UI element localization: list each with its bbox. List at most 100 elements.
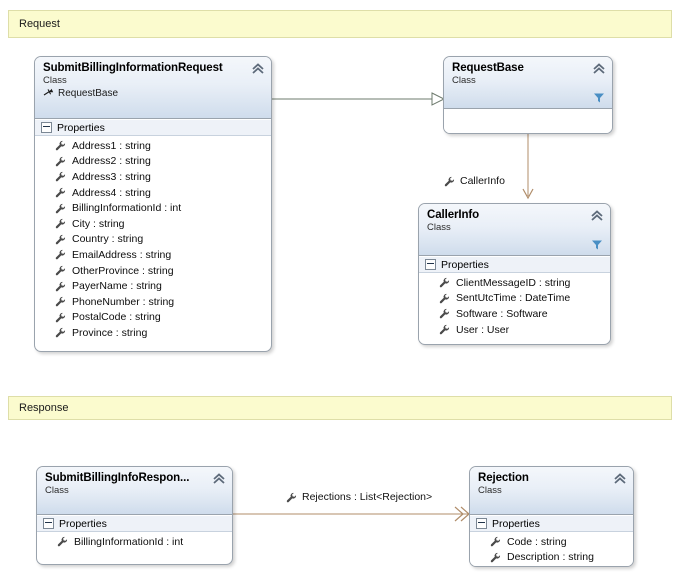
member-label: PostalCode : string — [72, 311, 161, 324]
member-row[interactable]: Software : Software — [419, 306, 610, 322]
member-row[interactable]: User : User — [419, 322, 610, 338]
property-wrench-icon — [55, 234, 66, 245]
filter-funnel-icon[interactable] — [591, 239, 603, 251]
association-label-text: Rejections : List<Rejection> — [302, 491, 433, 503]
property-wrench-icon — [444, 176, 455, 186]
member-label: SentUtcTime : DateTime — [456, 292, 571, 305]
member-row[interactable]: EmailAddress : string — [35, 247, 271, 263]
member-label: Description : string — [507, 551, 594, 564]
section-label: Properties — [59, 517, 107, 530]
member-row[interactable]: Code : string — [470, 534, 633, 550]
class-shape-submit-billing-info-response[interactable]: SubmitBillingInfoRespon... Class Propert… — [36, 466, 233, 565]
member-label: Country : string — [72, 233, 144, 246]
class-stereotype: Class — [427, 222, 451, 233]
class-shape-caller-info[interactable]: CallerInfo Class Properties ClientMessag… — [418, 203, 611, 345]
member-label: OtherProvince : string — [72, 264, 174, 277]
chevron-up-icon[interactable] — [613, 472, 627, 486]
member-label: EmailAddress : string — [72, 248, 172, 261]
filter-funnel-icon[interactable] — [593, 92, 605, 104]
property-wrench-icon — [55, 141, 66, 151]
class-title-submit-billing-info-response: SubmitBillingInfoRespon... — [45, 472, 190, 484]
chevron-up-icon[interactable] — [212, 472, 226, 486]
inheritance-arrow-icon — [43, 88, 54, 96]
member-row[interactable]: BillingInformationId : int — [37, 534, 232, 550]
association-label-text: CallerInfo — [460, 175, 505, 187]
property-wrench-icon — [439, 309, 450, 319]
class-stereotype: Class — [45, 485, 69, 496]
class-header-rejection: Rejection Class — [470, 467, 633, 515]
connector-association-caller-info — [522, 134, 534, 200]
chevron-up-icon[interactable] — [592, 62, 606, 76]
member-label: Address3 : string — [72, 170, 151, 183]
expander-icon[interactable] — [41, 122, 52, 133]
member-row[interactable]: Address1 : string — [35, 138, 271, 154]
association-label-caller-info[interactable]: CallerInfo — [444, 175, 505, 187]
chevron-up-icon[interactable] — [251, 62, 265, 76]
property-wrench-icon — [55, 265, 66, 276]
section-label: Properties — [57, 121, 105, 134]
member-row[interactable]: Address2 : string — [35, 154, 271, 170]
member-row[interactable]: Address3 : string — [35, 169, 271, 185]
expander-icon[interactable] — [43, 518, 54, 529]
class-members-rejection: Code : string Description : string — [470, 532, 633, 566]
member-label: Address2 : string — [72, 155, 151, 168]
comment-response-label: Response — [19, 402, 69, 414]
member-row[interactable]: ClientMessageID : string — [419, 275, 610, 291]
member-row[interactable]: Description : string — [470, 550, 633, 566]
class-stereotype: Class — [452, 75, 476, 86]
member-label: Address1 : string — [72, 139, 151, 152]
member-label: Software : Software — [456, 307, 548, 320]
member-row[interactable]: PostalCode : string — [35, 310, 271, 326]
section-properties[interactable]: Properties — [419, 256, 610, 273]
property-wrench-icon — [439, 325, 450, 335]
property-wrench-icon — [57, 537, 68, 547]
member-label: User : User — [456, 323, 510, 336]
expander-icon[interactable] — [425, 259, 436, 270]
member-row[interactable]: City : string — [35, 216, 271, 232]
member-row[interactable]: Country : string — [35, 232, 271, 248]
class-header-submit-billing-information-request: SubmitBillingInformationRequest Class Re… — [35, 57, 271, 119]
class-base-label: RequestBase — [58, 88, 119, 99]
class-stereotype: Class — [43, 75, 67, 86]
class-header-submit-billing-info-response: SubmitBillingInfoRespon... Class — [37, 467, 232, 515]
member-label: Province : string — [72, 326, 148, 339]
comment-request[interactable]: Request — [8, 10, 672, 38]
property-wrench-icon — [55, 250, 66, 260]
class-stereotype: Class — [478, 485, 502, 496]
expander-icon[interactable] — [476, 518, 487, 529]
member-label: City : string — [72, 217, 125, 230]
section-properties[interactable]: Properties — [35, 119, 271, 136]
property-wrench-icon — [55, 219, 66, 229]
class-shape-rejection[interactable]: Rejection Class Properties Code : string — [469, 466, 634, 567]
property-wrench-icon — [490, 552, 501, 563]
chevron-up-icon[interactable] — [590, 209, 604, 223]
member-row[interactable]: PhoneNumber : string — [35, 294, 271, 310]
property-wrench-icon — [286, 492, 297, 502]
property-wrench-icon — [55, 328, 66, 338]
comment-request-label: Request — [19, 18, 60, 30]
property-wrench-icon — [439, 293, 450, 304]
member-row[interactable]: PayerName : string — [35, 278, 271, 294]
section-properties[interactable]: Properties — [37, 515, 232, 532]
class-shape-request-base[interactable]: RequestBase Class — [443, 56, 613, 134]
association-label-rejections[interactable]: Rejections : List<Rejection> — [286, 491, 432, 503]
section-properties[interactable]: Properties — [470, 515, 633, 532]
member-row[interactable]: OtherProvince : string — [35, 263, 271, 279]
member-row[interactable]: Address4 : string — [35, 185, 271, 201]
member-row[interactable]: SentUtcTime : DateTime — [419, 291, 610, 307]
member-row[interactable]: Province : string — [35, 325, 271, 341]
class-title-rejection: Rejection — [478, 472, 529, 484]
property-wrench-icon — [55, 203, 66, 213]
connector-association-rejections — [233, 506, 470, 522]
property-wrench-icon — [55, 156, 66, 167]
property-wrench-icon — [439, 278, 450, 288]
property-wrench-icon — [55, 188, 66, 198]
class-base-row: RequestBase — [43, 87, 263, 100]
class-members-submit-billing-info-response: BillingInformationId : int — [37, 532, 232, 554]
section-label: Properties — [492, 517, 540, 530]
class-shape-submit-billing-information-request[interactable]: SubmitBillingInformationRequest Class Re… — [34, 56, 272, 352]
comment-response[interactable]: Response — [8, 396, 672, 420]
property-wrench-icon — [55, 312, 66, 323]
member-row[interactable]: BillingInformationId : int — [35, 200, 271, 216]
